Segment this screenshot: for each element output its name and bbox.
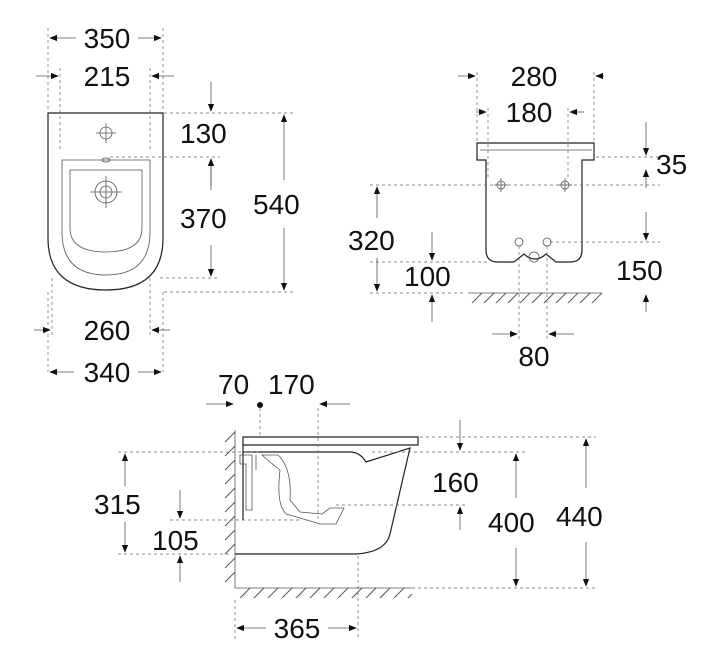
overflow-icon bbox=[101, 157, 111, 163]
dim-depth-bowl: 370 bbox=[180, 203, 227, 234]
dim-width-fixing: 260 bbox=[84, 315, 131, 346]
dim-rear-width-overall: 280 bbox=[511, 61, 558, 92]
bidet-outline-rear bbox=[476, 142, 595, 263]
bowl-rim-top bbox=[61, 159, 151, 276]
tap-centre-icon bbox=[257, 402, 263, 408]
bidet-body-side bbox=[235, 445, 411, 555]
dim-rear-drain-offset: 80 bbox=[518, 341, 549, 372]
bidet-rim-side bbox=[242, 436, 419, 446]
bidet-outline-top bbox=[47, 112, 164, 291]
dim-rear-lip-height: 35 bbox=[656, 149, 687, 180]
dim-width-overall: 350 bbox=[84, 23, 131, 54]
dim-side-fixing-height: 315 bbox=[94, 489, 141, 520]
dim-width-base: 340 bbox=[84, 357, 131, 388]
dim-side-drain-height: 105 bbox=[152, 525, 199, 556]
drain-outlet-icon bbox=[528, 251, 540, 263]
dim-side-tap-to-bowl: 170 bbox=[268, 369, 315, 400]
dim-depth-overall: 540 bbox=[253, 189, 300, 220]
dim-width-inner: 215 bbox=[84, 61, 131, 92]
supply-hole-right-icon bbox=[542, 237, 552, 247]
wall-bracket-side bbox=[239, 454, 253, 511]
top-view: 350 215 130 370 540 260 340 bbox=[34, 23, 300, 388]
dim-rear-drain-height: 100 bbox=[404, 261, 451, 292]
dim-rear-lower-span: 150 bbox=[616, 255, 663, 286]
dim-rear-width-holes: 180 bbox=[506, 97, 553, 128]
dim-side-rim-to-seat: 160 bbox=[432, 467, 479, 498]
dim-rear-fixing-height: 320 bbox=[348, 225, 395, 256]
bowl-section-side bbox=[260, 454, 345, 525]
dim-side-height-overall: 440 bbox=[556, 501, 603, 532]
dim-side-projection: 365 bbox=[274, 613, 321, 644]
bowl-inner-top bbox=[69, 169, 143, 253]
dim-side-height-400: 400 bbox=[488, 507, 535, 538]
dim-depth-to-tap: 130 bbox=[180, 118, 227, 149]
dim-side-wall-to-tap: 70 bbox=[218, 369, 249, 400]
rear-view: 280 180 35 320 100 150 80 bbox=[348, 61, 687, 372]
supply-hole-left-icon bbox=[514, 237, 524, 247]
side-view: 70 170 315 105 160 400 440 365 bbox=[94, 369, 603, 644]
